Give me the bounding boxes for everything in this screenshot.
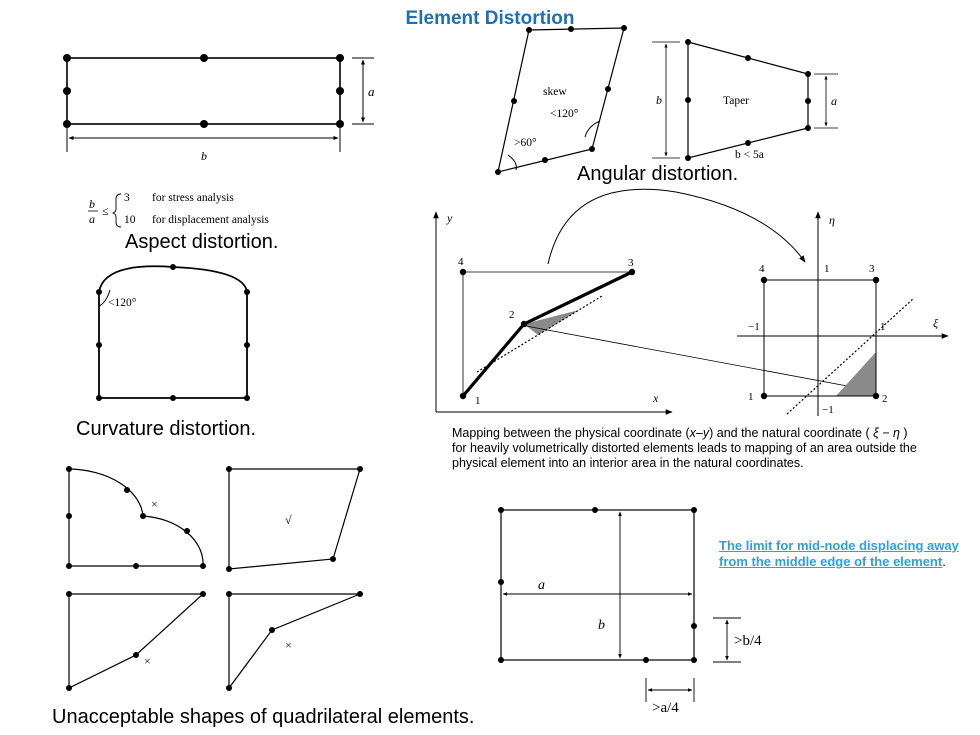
node-label-4: 4 [458, 256, 464, 268]
midnode-label-a: a [538, 578, 545, 593]
taper-label: Taper [723, 95, 749, 107]
mapping-desc-part5: ) for heavily volumetrically distorted e… [452, 426, 917, 470]
curvature-caption: Curvature distortion. [76, 418, 257, 440]
reject-mark-3: × [285, 638, 292, 652]
taper-label-a: a [831, 94, 837, 108]
aspect-label-b: b [201, 149, 207, 163]
node-label-3: 3 [628, 257, 634, 269]
mapping-desc-part1: Mapping between the physical coordinate … [452, 426, 690, 440]
ratio-denominator: a [89, 212, 95, 226]
angular-caption: Angular distortion. [577, 163, 739, 185]
mapping-desc-part3: ) and the natural coordinate ( [709, 426, 874, 440]
page-title: Element Distortion [405, 8, 575, 29]
node-label-2: 2 [509, 309, 515, 321]
reject-mark-1: × [151, 497, 158, 511]
midnode-element: a b >b/4 >a/4 [498, 507, 762, 716]
taper-element: Taper b a b < 5a [652, 39, 838, 161]
nat-node-label-2: 2 [882, 393, 888, 405]
midnode-label-a4: >a/4 [652, 700, 679, 716]
xi-tick-neg: −1 [748, 321, 760, 333]
mapping-description: Mapping between the physical coordinate … [452, 426, 922, 471]
x-axis-label: x [652, 391, 659, 405]
area-mapping-arrow [525, 325, 859, 390]
midnode-link-text[interactable]: The limit for mid-node displacing away f… [719, 538, 959, 569]
midnode-label-b4: >b/4 [734, 633, 762, 649]
skew-label: skew [543, 86, 567, 98]
nat-node-label-1: 1 [748, 391, 754, 403]
aspect-ratio-formula: b a ≤ 3 for stress analysis 10 for displ… [88, 192, 269, 228]
ratio-leq: ≤ [102, 204, 109, 218]
node-label-1: 1 [475, 395, 481, 407]
natural-coordinate-plot: η ξ 4 3 1 2 1 1 −1 −1 [737, 211, 949, 416]
y-axis-label: y [446, 211, 453, 225]
curvature-element: <120° [96, 264, 250, 401]
ratio-numerator: b [89, 197, 95, 211]
skew-angle-small: <120° [550, 108, 579, 120]
aspect-element: a b [63, 54, 375, 163]
mapping-desc-xy: x–y [689, 426, 710, 440]
accept-mark: √ [285, 513, 292, 527]
unacceptable-caption: Unacceptable shapes of quadrilateral ele… [52, 706, 475, 728]
eta-tick-pos: 1 [824, 263, 830, 275]
xi-axis-label: ξ [933, 316, 939, 330]
curvature-angle: <120° [108, 297, 137, 309]
aspect-caption: Aspect distortion. [125, 231, 279, 253]
shape-reentrant-quad: × [226, 591, 363, 691]
physical-coordinate-plot: y x 1 2 3 4 [433, 211, 673, 415]
case-stress-text: for stress analysis [152, 192, 234, 204]
case-displacement-text: for displacement analysis [152, 214, 269, 226]
case-stress-value: 3 [124, 192, 130, 204]
midnode-limit-link[interactable]: The limit for mid-node displacing away f… [719, 538, 959, 569]
shape-acceptable-quad: √ [226, 466, 363, 572]
taper-label-b: b [656, 93, 662, 107]
nat-node-label-4: 4 [759, 263, 765, 275]
skew-angle-large: >60° [514, 137, 537, 149]
mapping-arrow [547, 188, 806, 265]
midnode-link-period: . [942, 553, 946, 569]
skew-element: skew <120° >60° [495, 25, 627, 175]
case-displacement-value: 10 [124, 214, 136, 226]
taper-condition: b < 5a [735, 149, 764, 161]
eta-tick-neg: −1 [822, 404, 834, 416]
midnode-label-b: b [598, 618, 605, 633]
shape-degenerate-triangle: × [66, 591, 206, 691]
nat-node-label-3: 3 [869, 263, 875, 275]
mapping-desc-xieta: ξ − η [873, 426, 900, 440]
shape-concave-arc: × [66, 466, 206, 569]
xi-tick-pos: 1 [880, 321, 886, 333]
aspect-label-a: a [368, 84, 375, 99]
eta-axis-label: η [829, 213, 835, 227]
reject-mark-2: × [144, 654, 151, 668]
